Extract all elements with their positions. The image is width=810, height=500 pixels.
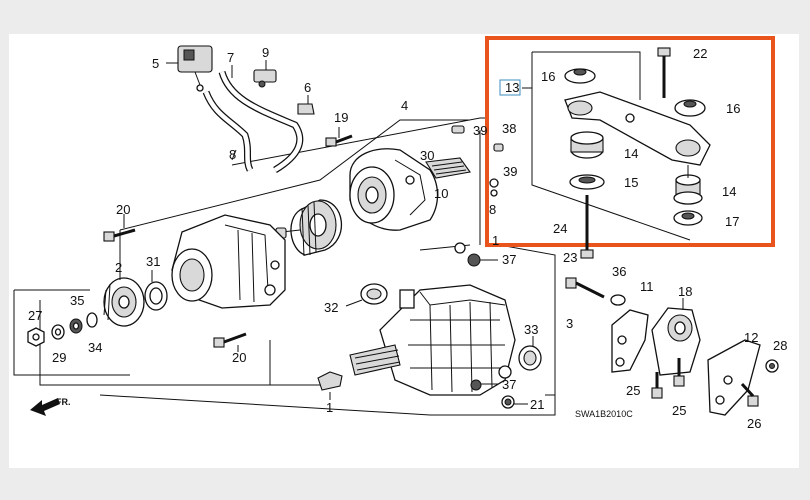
- callout-5: 5: [152, 56, 159, 71]
- callout-38: 38: [502, 121, 516, 136]
- callout-7: 7: [227, 50, 234, 65]
- callout-34: 34: [88, 340, 102, 355]
- part-32-seal: [345, 283, 388, 307]
- callout-37a: 37: [502, 252, 516, 267]
- part-39-pin: [451, 125, 504, 197]
- callout-37b: 37: [502, 377, 516, 392]
- part-37-plug-lower: [470, 379, 498, 391]
- callout-8a: 8: [229, 147, 236, 162]
- callout-25a: 25: [626, 383, 640, 398]
- part-26-bolt: [740, 382, 759, 407]
- part-33-seal: [518, 336, 542, 371]
- callout-21: 21: [530, 397, 544, 412]
- front-direction-arrow: FR.: [30, 397, 71, 416]
- part-1-gear-case-upper: [171, 214, 286, 309]
- rear-diff-mount-group: [485, 36, 775, 259]
- callout-13-box: [499, 79, 521, 96]
- part-19-bolt: [325, 127, 353, 147]
- callout-39b: 39: [503, 164, 517, 179]
- part-25-bolts: [651, 358, 685, 399]
- callout-12: 12: [744, 330, 758, 345]
- callout-19: 19: [334, 110, 348, 125]
- part-20-bolt-upper: [103, 214, 136, 242]
- part-28-nut: [765, 359, 779, 373]
- callout-18: 18: [678, 284, 692, 299]
- callout-16b: 16: [726, 101, 740, 116]
- callout-32: 32: [324, 300, 338, 315]
- callout-15: 15: [624, 175, 638, 190]
- callout-17: 17: [725, 214, 739, 229]
- part-3-gear-case-lower: [349, 284, 516, 396]
- part-5-solenoid: [166, 45, 213, 92]
- part-34-o-ring: [86, 312, 98, 328]
- callout-4: 4: [401, 98, 408, 113]
- part-1-bracket: [317, 371, 343, 400]
- assembly-outline-lines: [13, 51, 691, 416]
- callout-20b: 20: [232, 350, 246, 365]
- callout-29: 29: [52, 350, 66, 365]
- callout-1b: 1: [326, 400, 333, 415]
- callout-27: 27: [28, 308, 42, 323]
- callout-10: 10: [434, 186, 448, 201]
- diagram-sheet: [9, 34, 799, 468]
- part-23-bolt: [565, 277, 605, 299]
- callout-2: 2: [115, 260, 122, 275]
- callout-26: 26: [747, 416, 761, 431]
- part-36-washer: [610, 294, 626, 306]
- callout-14a: 14: [624, 146, 638, 161]
- callout-6: 6: [304, 80, 311, 95]
- callout-22: 22: [693, 46, 707, 61]
- part-37-plug-upper: [454, 242, 498, 267]
- callout-13: 13: [505, 80, 519, 95]
- part-27-nut: [27, 327, 45, 347]
- callout-14b: 14: [722, 184, 736, 199]
- part-31-oil-seal: [144, 270, 168, 311]
- part-11-bracket: [611, 309, 649, 373]
- callout-30: 30: [420, 148, 434, 163]
- callout-25b: 25: [672, 403, 686, 418]
- callout-9: 9: [262, 45, 269, 60]
- callout-28: 28: [773, 338, 787, 353]
- part-30-plate: [425, 157, 471, 179]
- part-6-clip: [297, 95, 315, 115]
- callout-11: 11: [640, 279, 654, 294]
- callout-8b: 8: [489, 202, 496, 217]
- callout-33: 33: [524, 322, 538, 337]
- callout-23: 23: [563, 250, 577, 265]
- direction-label: FR.: [56, 397, 71, 407]
- highlight-box: [485, 36, 775, 247]
- diagram-code: SWA1B2010C: [575, 409, 633, 419]
- part-8-breather-hose: [202, 65, 304, 174]
- callout-3: 3: [566, 316, 573, 331]
- callout-24: 24: [553, 221, 567, 236]
- callout-36: 36: [612, 264, 626, 279]
- callout-35: 35: [70, 293, 84, 308]
- clutch-drum: [275, 199, 342, 257]
- part-9-clip: [253, 60, 277, 88]
- callout-labels: 5 7 9 6 8 19 4 39 38 30 39 10 8 1 20 2 3…: [28, 45, 787, 431]
- part-20-bolt-lower: [213, 332, 247, 352]
- callout-20a: 20: [116, 202, 130, 217]
- part-35-washer: [69, 318, 83, 334]
- part-29-washer: [51, 324, 65, 340]
- part-4-differential-carrier: [349, 148, 439, 231]
- callout-1a: 1: [492, 233, 499, 248]
- part-21-drain-plug: [501, 395, 528, 409]
- callout-16a: 16: [541, 69, 555, 84]
- part-18-mount: [651, 298, 701, 376]
- callout-39a: 39: [473, 123, 487, 138]
- part-2-flange: [103, 272, 145, 327]
- callout-31: 31: [146, 254, 160, 269]
